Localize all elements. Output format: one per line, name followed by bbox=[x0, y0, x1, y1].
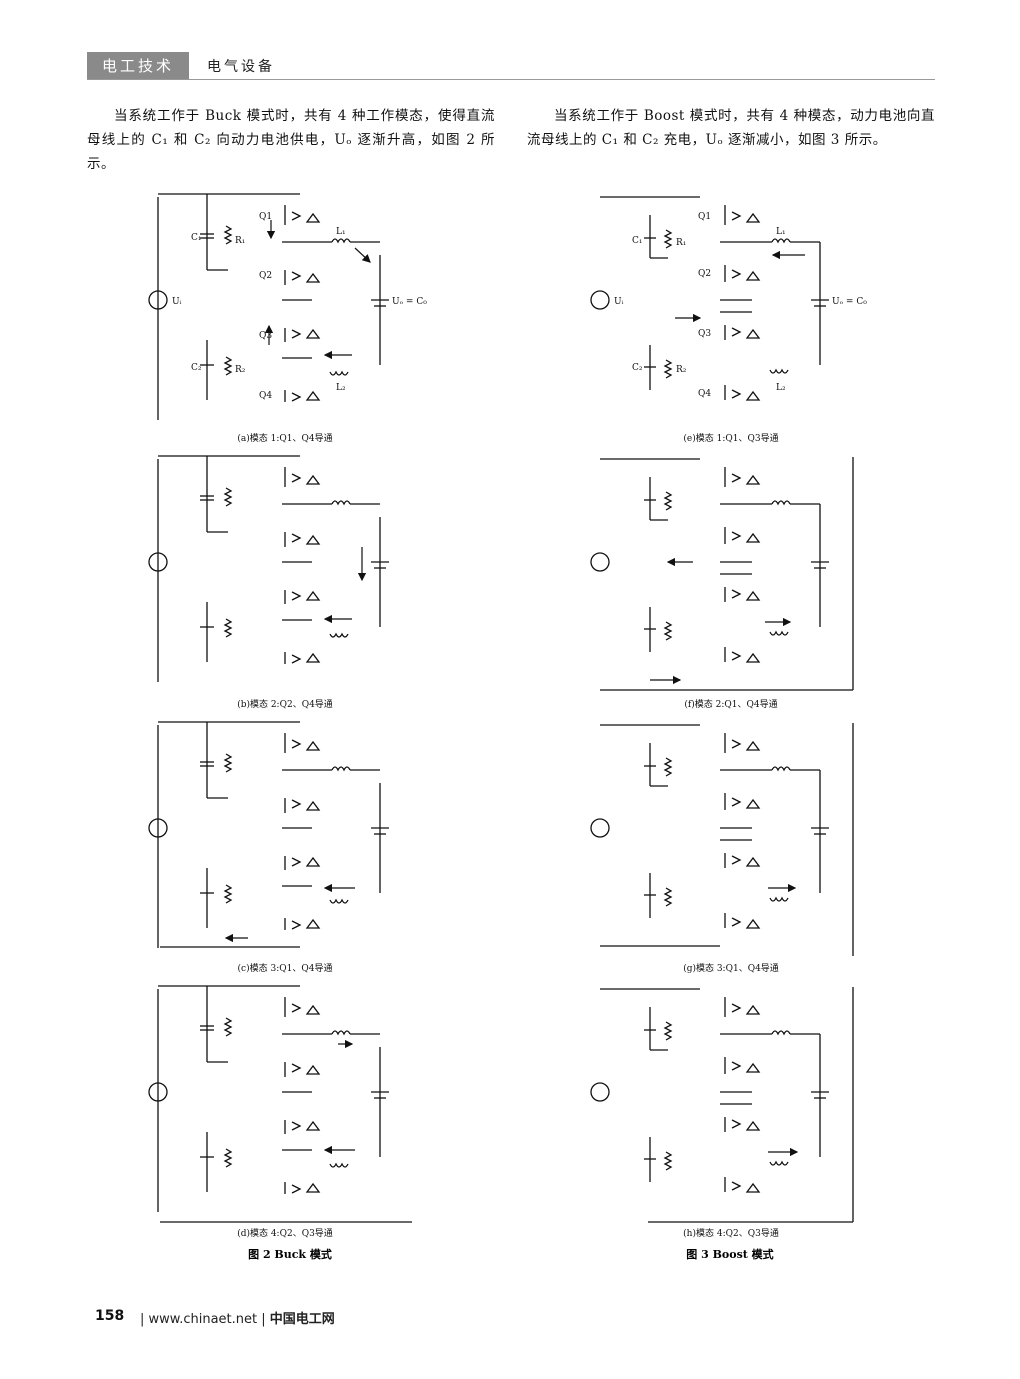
fig3-panel-h bbox=[590, 987, 854, 1223]
fig3-panel-e bbox=[590, 196, 830, 401]
label-r2: R₂ bbox=[235, 365, 246, 375]
fig2-sub-b: (b)模态 2:Q2、Q4导通 bbox=[237, 698, 333, 710]
label-c1: C₁ bbox=[632, 236, 643, 246]
label-r1: R₁ bbox=[676, 238, 686, 248]
footer-url[interactable]: | www.chinaet.net | bbox=[140, 1312, 266, 1327]
section-title: 电气设备 bbox=[207, 59, 275, 75]
label-c2: C₂ bbox=[191, 363, 202, 373]
fig3-panel-f bbox=[590, 457, 854, 691]
fig2-panel-b bbox=[148, 455, 390, 683]
label-r1: R₁ bbox=[235, 236, 245, 246]
label-c2: C₂ bbox=[632, 363, 643, 373]
buck-intro-text: 当系统工作于 Buck 模式时，共有 4 种工作模态，使得直流母线上的 C₁ 和… bbox=[87, 108, 495, 172]
label-uo: Uₒ = C₀ bbox=[832, 297, 867, 307]
fig3-sub-f: (f)模态 2:Q1、Q4导通 bbox=[684, 698, 777, 710]
journal-badge: 电工技术 bbox=[87, 52, 189, 79]
fig2-sub-c: (c)模态 3:Q1、Q4导通 bbox=[238, 962, 333, 974]
fig3-panel-e-labels: Q1 Q2 Q3 Q4 C₁ C₂ R₁ R₂ L₁ L₂ Uᵢ Uₒ = C₀ bbox=[614, 212, 867, 399]
label-ui: Uᵢ bbox=[614, 297, 624, 307]
fig3-sub-e: (e)模态 1:Q1、Q3导通 bbox=[683, 432, 778, 444]
header-rule bbox=[87, 79, 935, 80]
boost-intro-paragraph: 当系统工作于 Boost 模式时，共有 4 种模态，动力电池向直流母线上的 C₁… bbox=[527, 104, 935, 152]
label-q1: Q1 bbox=[259, 212, 272, 222]
buck-intro-paragraph: 当系统工作于 Buck 模式时，共有 4 种工作模态，使得直流母线上的 C₁ 和… bbox=[87, 104, 495, 176]
fig2-panel-c bbox=[148, 721, 390, 949]
label-r2: R₂ bbox=[676, 365, 687, 375]
fig2-panel-a bbox=[148, 193, 390, 421]
label-l2: L₂ bbox=[336, 383, 346, 393]
boost-intro-text: 当系统工作于 Boost 模式时，共有 4 种模态，动力电池向直流母线上的 C₁… bbox=[527, 108, 935, 148]
fig2-sub-a: (a)模态 1:Q1、Q4导通 bbox=[237, 432, 332, 444]
label-l1: L₁ bbox=[776, 227, 786, 237]
fig2-panel-d bbox=[148, 985, 412, 1223]
label-q3: Q3 bbox=[698, 329, 711, 339]
fig2-subcaptions: (a)模态 1:Q1、Q4导通 (b)模态 2:Q2、Q4导通 (c)模态 3:… bbox=[237, 432, 333, 1239]
footer-source: | www.chinaet.net | 中国电工网 bbox=[140, 1308, 335, 1327]
fig3-sub-h: (h)模态 4:Q2、Q3导通 bbox=[683, 1227, 779, 1239]
label-q4: Q4 bbox=[698, 389, 711, 399]
fig2-sub-d: (d)模态 4:Q2、Q3导通 bbox=[237, 1227, 333, 1239]
label-l2: L₂ bbox=[776, 383, 786, 393]
fig3-sub-g: (g)模态 3:Q1、Q4导通 bbox=[683, 962, 779, 974]
label-uo: Uₒ = C₀ bbox=[392, 297, 427, 307]
label-q3: Q3 bbox=[259, 331, 272, 341]
fig2-caption: 图 2 Buck 模式 bbox=[248, 1247, 332, 1261]
label-l1: L₁ bbox=[336, 227, 346, 237]
label-q2: Q2 bbox=[259, 271, 272, 281]
label-q1: Q1 bbox=[698, 212, 711, 222]
label-c1: C₁ bbox=[191, 233, 202, 243]
label-ui: Uᵢ bbox=[172, 297, 182, 307]
fig3-subcaptions: (e)模态 1:Q1、Q3导通 (f)模态 2:Q1、Q4导通 (g)模态 3:… bbox=[683, 432, 779, 1239]
footer-site: 中国电工网 bbox=[269, 1312, 335, 1327]
label-q4: Q4 bbox=[259, 391, 272, 401]
page-number: 158 bbox=[95, 1308, 125, 1324]
label-q2: Q2 bbox=[698, 269, 711, 279]
fig3-panel-g bbox=[590, 723, 854, 956]
fig3-caption: 图 3 Boost 模式 bbox=[686, 1247, 773, 1261]
fig2-panel-a-labels: Q1 Q2 Q3 Q4 C₁ C₂ R₁ R₂ L₁ L₂ Uᵢ Uₒ = C₀ bbox=[172, 212, 427, 401]
